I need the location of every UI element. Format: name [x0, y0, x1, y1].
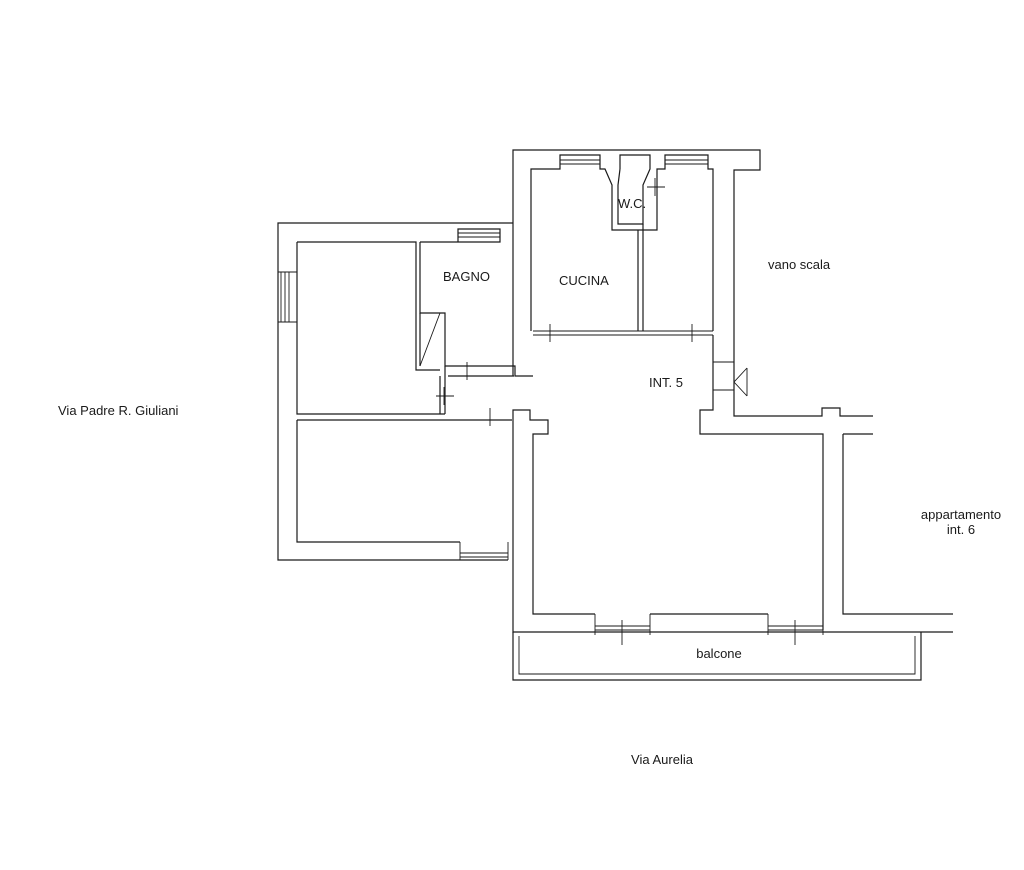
bathroom-label: BAGNO [443, 269, 490, 284]
unit-label: INT. 5 [649, 375, 683, 390]
wc-label: W.C. [618, 196, 647, 211]
entrance-walls [699, 335, 953, 630]
balcony-outline [512, 632, 922, 681]
kitchen-walls [512, 149, 761, 400]
living-walls [512, 409, 953, 635]
stairwell-label: vano scala [768, 257, 831, 272]
balcony-label: balcone [696, 646, 742, 661]
street-left-label: Via Padre R. Giuliani [58, 403, 179, 418]
neighbor-label-line2: int. 6 [946, 522, 976, 537]
bathroom-walls [419, 228, 533, 414]
left-block-walls [277, 222, 513, 561]
door-markers [436, 178, 805, 645]
neighbor-label-line1: appartamento [920, 507, 1002, 522]
kitchen-label: CUCINA [559, 273, 609, 288]
street-bottom-label: Via Aurelia [631, 752, 693, 767]
